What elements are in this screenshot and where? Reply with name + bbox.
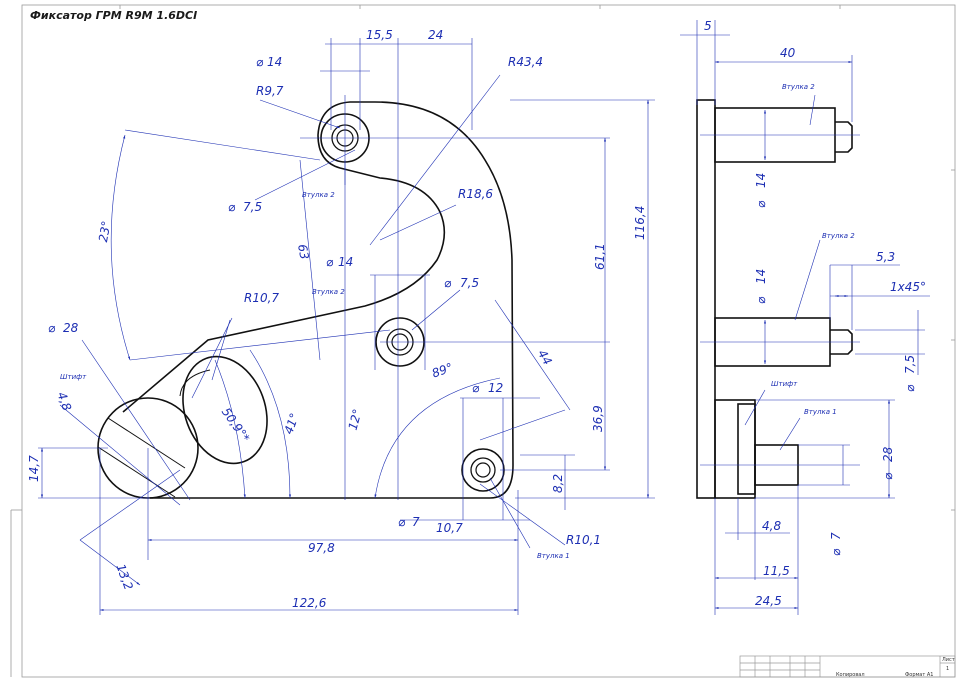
sheet-label: Лист xyxy=(942,657,955,663)
dim-116-4: 116,4 xyxy=(633,206,647,240)
dim-d7-5-mid: 7,5 xyxy=(460,276,479,290)
side-view-dimension-lines xyxy=(680,20,930,615)
front-view-outline xyxy=(122,101,514,499)
diameter-symbol: ⌀ xyxy=(754,296,768,304)
angle-23: 23° xyxy=(96,220,113,243)
side-label-pin: Штифт xyxy=(771,380,798,388)
side-label-bushing-1: Втулка 1 xyxy=(804,408,837,416)
side-label-bushing-2-mid: Втулка 2 xyxy=(822,232,855,240)
dim-d7: 7 xyxy=(412,515,420,529)
dim-d12: 12 xyxy=(488,381,503,395)
diameter-symbol: ⌀ xyxy=(228,200,236,214)
front-view-dimension-lines xyxy=(38,38,655,615)
diameter-symbol: ⌀ xyxy=(754,200,768,208)
dim-r18-6: R18,6 xyxy=(458,187,493,201)
dim-61-1: 61,1 xyxy=(593,243,607,270)
dim-13-2: 13,2 xyxy=(113,562,135,592)
dim-24: 24 xyxy=(428,28,443,42)
dim-8-2: 8,2 xyxy=(551,474,565,493)
side-dim-5: 5 xyxy=(704,19,712,33)
dim-15-5: 15,5 xyxy=(366,28,393,42)
diameter-symbol: ⌀ xyxy=(472,381,480,395)
side-dim-d14-a: 14 xyxy=(754,173,768,188)
side-dim-11-5: 11,5 xyxy=(763,564,790,578)
label-bushing-2-top: Втулка 2 xyxy=(302,191,335,199)
sheet-frame xyxy=(10,4,956,678)
label-bushing-1: Втулка 1 xyxy=(537,552,570,560)
dim-r10-1: R10,1 xyxy=(566,533,601,547)
label-bushing-2-mid: Втулка 2 xyxy=(312,288,345,296)
side-dim-4-8: 4,8 xyxy=(762,519,781,533)
side-dim-24-5: 24,5 xyxy=(755,594,782,608)
dim-r9-7: R9,7 xyxy=(256,84,284,98)
diameter-symbol: ⌀ xyxy=(398,515,406,529)
dim-r43-4: R43,4 xyxy=(508,55,543,69)
side-view-outline xyxy=(696,99,853,499)
side-label-bushing-2-top: Втулка 2 xyxy=(782,83,815,91)
side-dim-d7-5: 7,5 xyxy=(903,355,917,374)
dim-4-8: 4,8 xyxy=(54,390,74,413)
dim-122-6: 122,6 xyxy=(292,596,327,610)
side-dim-d28: 28 xyxy=(881,446,895,462)
side-dim-5-3: 5,3 xyxy=(876,250,895,264)
diameter-symbol: ⌀ xyxy=(444,276,452,290)
dim-10-7: 10,7 xyxy=(436,521,463,535)
front-view-dimension-texts: 14 ⌀ 15,5 24 R43,4 R9,7 ⌀ 7,5 23° 63 R18… xyxy=(27,28,647,610)
angle-41: 41° xyxy=(281,411,301,436)
dim-d7-5-top: 7,5 xyxy=(243,200,262,214)
dim-d14-mid: 14 xyxy=(338,255,353,269)
diameter-symbol: ⌀ xyxy=(829,548,843,556)
label-pin: Штифт xyxy=(60,373,87,381)
angle-89: 89° xyxy=(430,360,455,380)
diameter-symbol: ⌀ xyxy=(881,472,895,480)
dim-44: 44 xyxy=(535,347,555,367)
drawing-title: Фиксатор ГРМ R9M 1.6DCI xyxy=(30,9,198,22)
dim-d28: 28 xyxy=(63,321,79,335)
title-block xyxy=(739,655,956,678)
dim-d14-top: 14 xyxy=(267,55,282,69)
diameter-symbol: ⌀ xyxy=(903,384,917,392)
side-dim-d7: 7 xyxy=(829,532,843,540)
side-dim-40: 40 xyxy=(780,46,796,60)
copied-label: Копировал xyxy=(836,672,865,678)
angle-12: 12° xyxy=(346,407,365,431)
side-dim-chamfer: 1x45° xyxy=(890,280,926,294)
dim-36-9: 36,9 xyxy=(591,405,605,432)
dim-63: 63 xyxy=(295,243,311,260)
dim-97-8: 97,8 xyxy=(308,541,335,555)
diameter-symbol: ⌀ xyxy=(326,255,334,269)
diameter-symbol: ⌀ xyxy=(256,55,264,69)
diameter-symbol: ⌀ xyxy=(48,321,56,335)
side-dim-d14-b: 14 xyxy=(754,269,768,284)
angle-50-9: 50,9°* xyxy=(219,405,253,445)
dim-14-7: 14,7 xyxy=(27,455,41,482)
dim-r10-7: R10,7 xyxy=(244,291,279,305)
side-view-dimension-texts: 5 40 ⌀ 14 ⌀ 14 5,3 1x45° ⌀ 7,5 ⌀ 28 4,8 … xyxy=(704,19,926,608)
format-label: Формат А1 xyxy=(905,672,933,678)
sheet-number: 1 xyxy=(946,666,949,672)
